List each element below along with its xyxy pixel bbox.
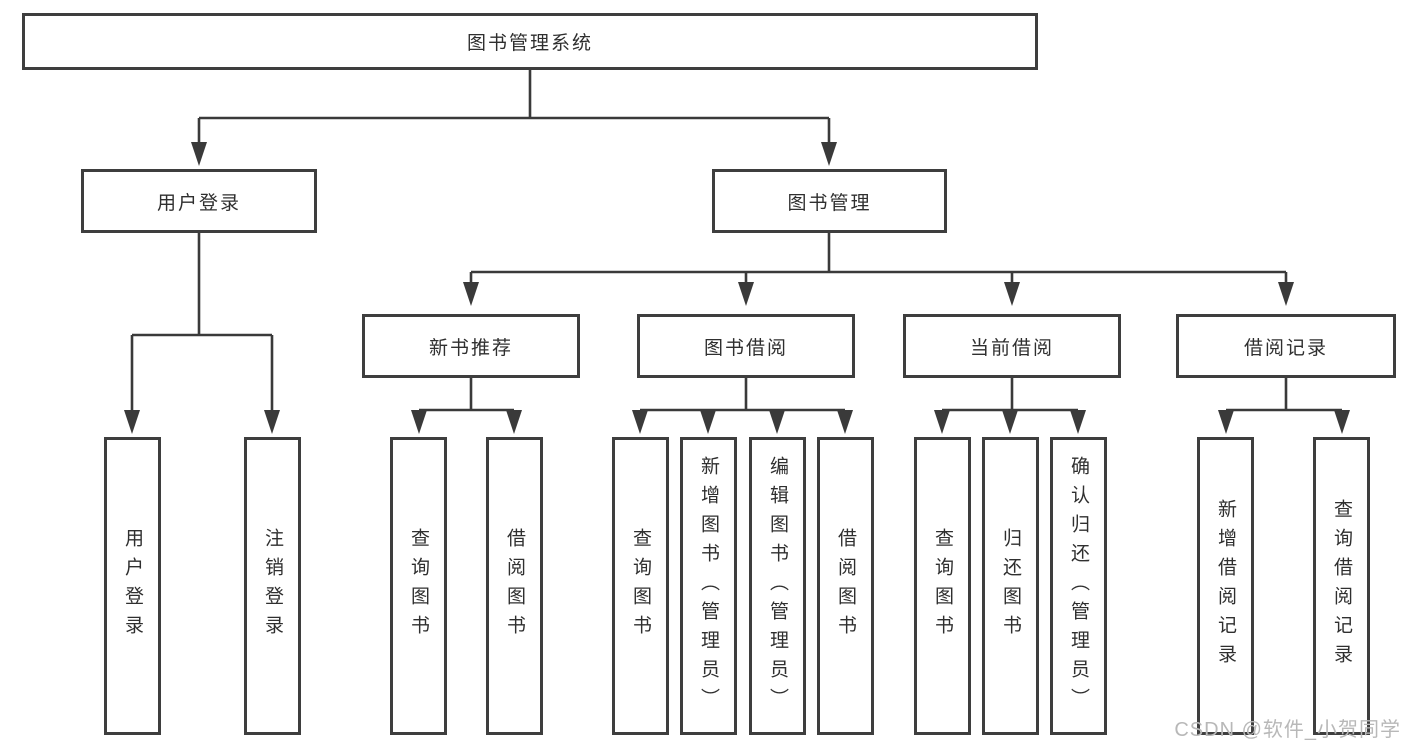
leaf-logout: 注销登录 bbox=[244, 437, 301, 735]
node-borrow-record-label: 借阅记录 bbox=[1243, 337, 1328, 359]
connector-book-borrow-children bbox=[632, 378, 853, 434]
connector-root-to-level2 bbox=[191, 70, 837, 166]
node-book-management-label: 图书管理 bbox=[787, 192, 872, 214]
node-new-book: 新书推荐 bbox=[362, 314, 580, 378]
leaf-query-borrow-record-label: 查询借阅记录 bbox=[1331, 499, 1352, 673]
leaf-new-book-borrow-label: 借阅图书 bbox=[504, 528, 525, 644]
leaf-current-query-book: 查询图书 bbox=[914, 437, 971, 735]
leaf-confirm-return-admin-label: 确认归还（管理员） bbox=[1068, 455, 1089, 717]
node-root: 图书管理系统 bbox=[22, 13, 1038, 70]
leaf-new-book-query-label: 查询图书 bbox=[408, 528, 429, 644]
leaf-new-book-query: 查询图书 bbox=[390, 437, 447, 735]
leaf-borrow-book: 借阅图书 bbox=[817, 437, 874, 735]
leaf-confirm-return-admin: 确认归还（管理员） bbox=[1050, 437, 1107, 735]
node-book-borrow-label: 图书借阅 bbox=[703, 337, 788, 359]
leaf-borrow-book-label: 借阅图书 bbox=[835, 528, 856, 644]
leaf-query-borrow-record: 查询借阅记录 bbox=[1313, 437, 1370, 735]
leaf-add-book-admin-label: 新增图书（管理员） bbox=[698, 455, 719, 717]
leaf-borrow-query-book-label: 查询图书 bbox=[630, 528, 651, 644]
leaf-return-book-label: 归还图书 bbox=[1000, 528, 1021, 644]
node-book-borrow: 图书借阅 bbox=[637, 314, 855, 378]
node-current-borrow: 当前借阅 bbox=[903, 314, 1121, 378]
connector-book-management-children bbox=[463, 233, 1294, 306]
leaf-borrow-query-book: 查询图书 bbox=[612, 437, 669, 735]
leaf-add-borrow-record-label: 新增借阅记录 bbox=[1215, 499, 1236, 673]
csdn-watermark: CSDN @软件_小贺同学 bbox=[1174, 719, 1401, 741]
leaf-new-book-borrow: 借阅图书 bbox=[486, 437, 543, 735]
leaf-current-query-book-label: 查询图书 bbox=[932, 528, 953, 644]
node-borrow-record: 借阅记录 bbox=[1176, 314, 1396, 378]
node-user-login: 用户登录 bbox=[81, 169, 317, 233]
node-current-borrow-label: 当前借阅 bbox=[969, 337, 1054, 359]
leaf-user-login: 用户登录 bbox=[104, 437, 161, 735]
leaf-logout-label: 注销登录 bbox=[262, 528, 283, 644]
leaf-user-login-label: 用户登录 bbox=[122, 528, 143, 644]
leaf-add-borrow-record: 新增借阅记录 bbox=[1197, 437, 1254, 735]
node-user-login-label: 用户登录 bbox=[156, 192, 241, 214]
connector-new-book-children bbox=[411, 378, 522, 434]
node-root-label: 图书管理系统 bbox=[466, 33, 593, 54]
connector-user-login-children bbox=[124, 233, 280, 434]
node-book-management: 图书管理 bbox=[712, 169, 947, 233]
leaf-edit-book-admin-label: 编辑图书（管理员） bbox=[767, 455, 788, 717]
connector-current-borrow-children bbox=[934, 378, 1086, 434]
connector-borrow-record-children bbox=[1218, 378, 1350, 434]
node-new-book-label: 新书推荐 bbox=[428, 337, 513, 359]
leaf-edit-book-admin: 编辑图书（管理员） bbox=[749, 437, 806, 735]
leaf-return-book: 归还图书 bbox=[982, 437, 1039, 735]
leaf-add-book-admin: 新增图书（管理员） bbox=[680, 437, 737, 735]
